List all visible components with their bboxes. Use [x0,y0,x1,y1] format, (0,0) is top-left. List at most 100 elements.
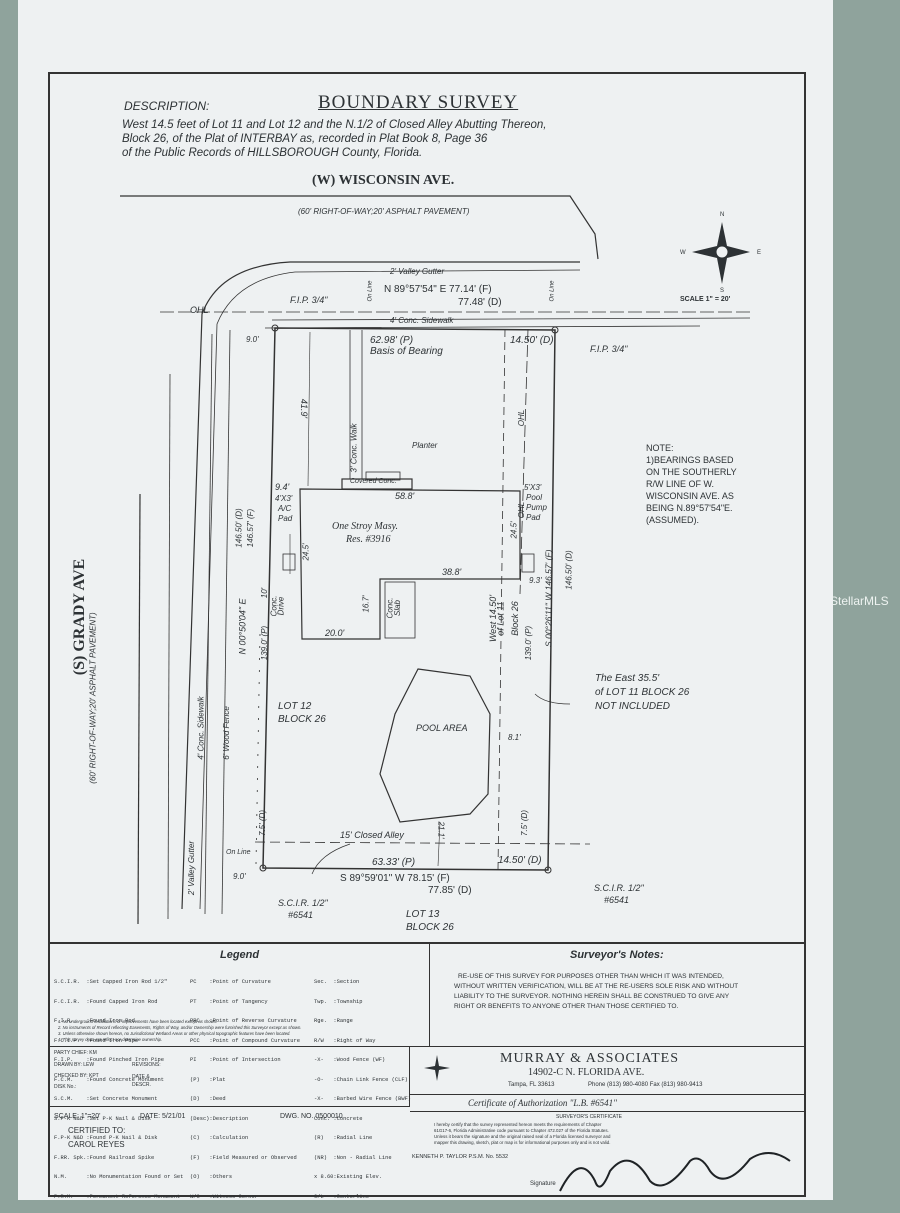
house-label-1: One Stroy Masy. [332,521,399,532]
west-1450-label-3: Block 26 [509,601,520,636]
property-boundary [262,327,556,871]
dim-9-0-top: 9.0' [246,335,259,344]
ohl-vertical-1: OHL [517,409,527,427]
legend-title: Legend [220,949,260,961]
scale-field: SCALE: 1"=20' [54,1113,101,1120]
lot11-dashed-line [497,328,506,871]
valley-gutter-top-label: 2' Valley Gutter [390,267,445,276]
legend-entry: -X- :Barbed Wire Fence (BWF) [314,1096,412,1102]
date-col-label: DATE & [132,1074,150,1080]
south-d-label: 77.85' (D) [428,885,472,896]
planter-box [365,471,401,481]
survey-note-1: 1. No underground installations or impro… [58,1019,218,1024]
checked-by: CHECKED BY: KPT [54,1073,99,1079]
bearing-note-line: ON THE SOUTHERLY [646,467,737,477]
legend-entry: F.C.I.R. :Found Capped Iron Rod [54,998,158,1005]
south-bearing-label: S 89°59'01" W 78.15' (F) [340,873,450,884]
drawn-by: DRAWN BY: LEW [54,1062,95,1068]
grady-ave-label: (S) GRADY AVE [71,558,89,676]
surveyor-notes-box: Surveyor's Notes: RE-USE OF THIS SURVEY … [58,942,804,1046]
scir-left-label-2: #6541 [288,910,314,920]
fip-right-marker [551,326,559,334]
legend-entry: C/L :Centerline [314,1193,369,1200]
pump-pad-label-3: Pump [526,503,547,512]
bearing-note: NOTE: 1)BEARINGS BASED ON THE SOUTHERLY … [646,442,737,526]
grady-sidewalk-label: 4' Conc. Sidewalk [196,696,206,760]
fip-left-label: F.I.P. 3/4" [290,295,328,305]
legend-entry: (F) :Field Measured or Observed [190,1154,297,1161]
desc-col-label: DESCR. [132,1082,151,1088]
grady-sidewalk-right [221,329,231,915]
dim-7-5-right: 7.5' (D) [519,810,529,836]
legal-description-line-1: West 14.5 feet of Lot 11 and Lot 12 and … [122,119,547,131]
revisions-label: REVISIONS: [132,1062,161,1068]
legend-entry: -X- :Wood Fence (WF) [314,1057,386,1063]
dim-41-9: 41.9' [299,398,310,419]
reuse-line-4: RIGHT OR BENEFITS TO ANYONE OTHER THAN T… [454,1003,679,1010]
certificate-of-authorization: Certificate of Authorization "L.B. #6541… [468,1098,617,1108]
scale-label: SCALE 1" = 20' [680,296,731,303]
firm-block: MURRAY & ASSOCIATES 14902-C N. FLORIDA A… [410,1047,804,1095]
legend-entry: PT :Point of Tangency [190,998,268,1005]
wood-fence-label: 6' Wood Fence [221,706,231,760]
fip-left-marker [271,324,279,332]
east-note-leader [534,693,571,705]
planter-label: Planter [412,441,438,450]
ac-pad-label-3: Pad [278,514,293,523]
bearing-note-line: 1)BEARINGS BASED [646,455,734,465]
conc-slab [384,581,416,639]
legend-entry: F.C.M. :Found Concrete Monument [54,1076,164,1083]
west-p-label: 139.0' (P) [260,625,270,661]
dim-8-1: 8.1' [508,733,521,742]
dwg-field: DWG. NO. 0500010 [280,1113,343,1120]
crew-table: PARTY CHIEF: KM DRAWN BY: LEW CHECKED BY… [50,1047,410,1107]
legend-entry: PC :Point of Curvature [190,979,271,985]
handwritten-signature [559,1152,791,1192]
conc-slab-label-2: Slab [393,599,403,617]
disk-no: DISK No.: [54,1084,77,1090]
east-d-label: 146.50' (D) [564,550,574,590]
grady-row-label: (60' RIGHT-OF-WAY;20' ASPHALT PAVEMENT) [88,612,98,784]
legend-entry: (R) :Radial Line [314,1135,373,1141]
dim-9-0-bottom: 9.0' [233,872,246,881]
survey-note-4: 4. This survey does not reflect nor dete… [58,1037,163,1042]
dim-24-5-left: 24.5' [301,543,311,561]
east-note-1: The East 35.5' [595,673,660,684]
sidewalk-top-label: 4' Conc. Sidewalk [390,316,454,325]
dim-38-8: 38.8' [442,567,462,577]
lot13-label-1: LOT 13 [406,909,440,920]
sidewalk-top-line-2 [264,325,701,329]
west-bearing-label: N 00°50'04" E [237,598,248,655]
reuse-line-1: RE-USE OF THIS SURVEY FOR PURPOSES OTHER… [458,973,724,980]
east-p-label: 139.0' (P) [524,625,534,661]
reuse-line-3: LIABILITY TO THE SURVEYOR. NOTHING HEREI… [454,993,730,1000]
surveyor-notes-title: Surveyor's Notes: [570,949,664,961]
pool-area-label: POOL AREA [416,723,468,733]
grady-sidewalk-left [204,333,213,915]
valley-gutter-top [199,269,581,910]
drive-label-3: Drive [276,596,286,616]
bearing-note-line: R/W LINE OF W. [646,479,715,489]
survey-sheet: DESCRIPTION: BOUNDARY SURVEY West 14.5 f… [48,72,806,1200]
dim-14-50-top: 14.50' (D) [510,335,554,346]
firm-city: Tampa, FL 33613 [508,1082,555,1088]
basis-of-bearing: Basis of Bearing [370,346,443,357]
conc-walk [349,330,363,479]
closed-alley-leader [311,843,351,875]
survey-note-2: 2. No instruments of Record reflecting E… [58,1025,302,1030]
legend-entry: Conc. :Concrete [314,1115,363,1122]
party-chief: PARTY CHIEF: KM [54,1050,97,1056]
legend-col-2: PC :Point of Curvature PT :Point of Tang… [190,966,300,1213]
west-f-label: 146.57' (F) [246,508,256,548]
legend-col-3: Sec. :Section Twp. :Township Rge. :Range… [314,966,411,1213]
on-line-bottom-label: On Line [226,849,251,856]
survey-note-3: 3. Unless otherwise shown hereon, no Jur… [58,1031,291,1036]
lot12-label-1: LOT 12 [278,701,312,712]
dim-24-5-right: 24.5' [509,521,519,539]
dim-63-33: 63.33' (P) [372,857,416,868]
east-note-3: NOT INCLUDED [595,701,671,712]
dim-16-7: 16.7' [361,595,371,613]
legend-entry: W/C :Witness Corner [190,1193,258,1200]
legend-entry: F.C.I.P. :Found Iron Pipe [54,1037,139,1044]
dim-14-50-bottom: 14.50' (D) [498,855,542,866]
